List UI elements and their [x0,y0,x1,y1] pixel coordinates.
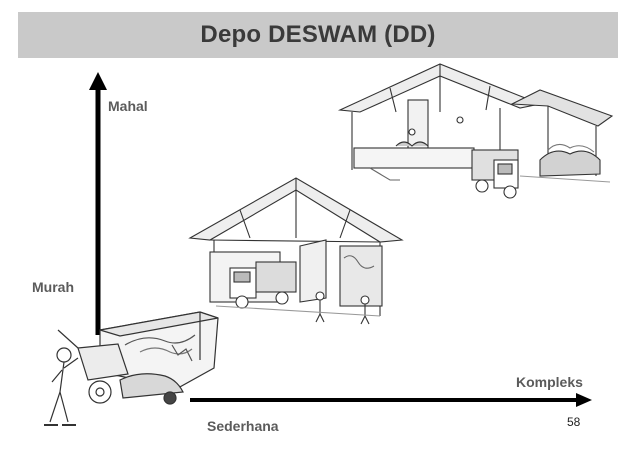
horizontal-axis-arrow [190,393,592,407]
axis-label-kompleks: Kompleks [516,374,583,390]
axis-label-mahal: Mahal [108,98,148,114]
title-bar: Depo DESWAM (DD) [18,12,618,58]
axis-label-sederhana: Sederhana [207,418,279,434]
page-title: Depo DESWAM (DD) [200,21,436,48]
axis-label-murah: Murah [32,279,74,295]
medium-depot-with-truck-icon [188,177,404,325]
simple-bin-with-cart-icon [44,311,219,426]
vertical-axis-arrow [89,72,107,335]
large-depot-with-trucks-icon [337,63,614,199]
page-number: 58 [567,415,581,429]
